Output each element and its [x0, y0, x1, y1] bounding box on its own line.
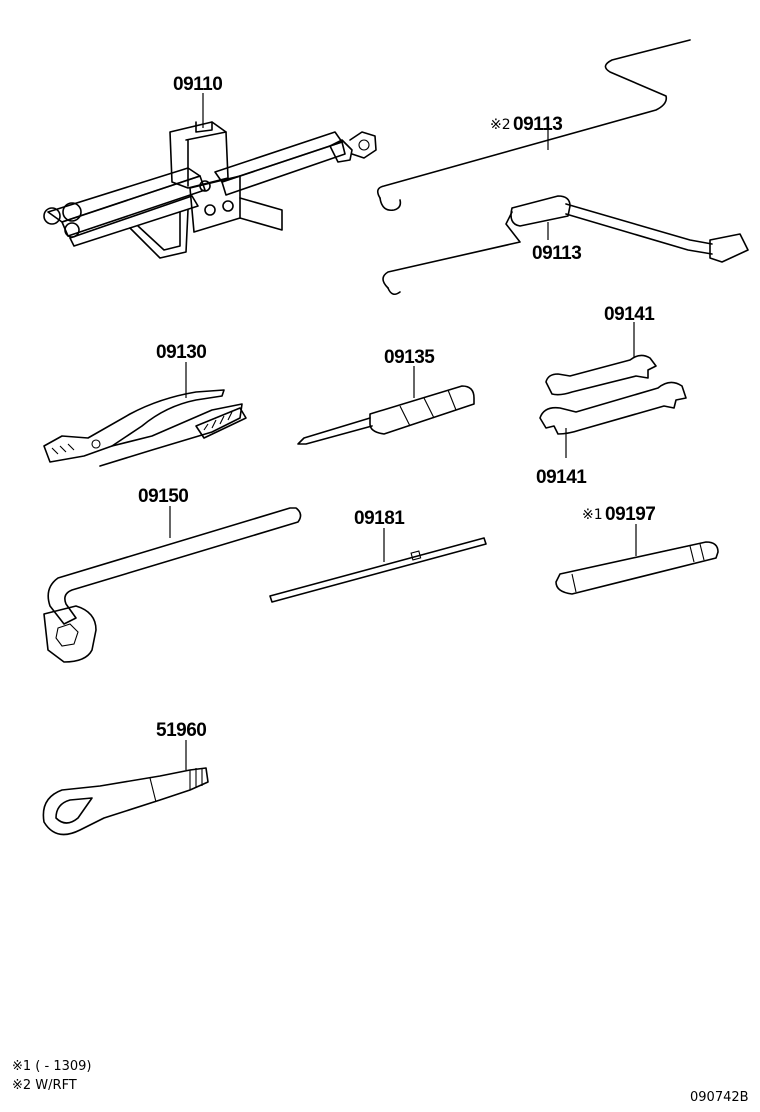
- diagram-code: 090742B: [690, 1090, 749, 1105]
- rft-mark: ※2: [490, 117, 511, 133]
- tool-09197: [555, 524, 719, 595]
- label-handle-rft: 09113: [513, 114, 562, 135]
- jack-handle-rft: [376, 39, 691, 212]
- screwdriver-rod: [269, 528, 487, 603]
- screwdriver: [297, 366, 475, 445]
- label-handle: 09113: [532, 243, 581, 264]
- label-screwdriver-rod: 09181: [354, 508, 405, 529]
- wrench-top: [545, 322, 657, 396]
- label-lug-wrench: 09150: [138, 486, 188, 507]
- label-towing-eye: 51960: [156, 720, 206, 741]
- towing-eye: [42, 740, 209, 836]
- footnote-2: ※2 W/RFT: [12, 1078, 77, 1093]
- label-pliers: 09130: [156, 342, 206, 363]
- label-jack: 09110: [173, 74, 222, 95]
- footnote-1: ※1 ( - 1309): [12, 1059, 92, 1074]
- label-wrench-top: 09141: [604, 304, 655, 325]
- pliers: [43, 362, 247, 467]
- label-tool-09197: 09197: [605, 504, 655, 525]
- label-screwdriver: 09135: [384, 347, 435, 368]
- jack-handle: [382, 195, 749, 296]
- scissor-jack: [43, 93, 377, 259]
- label-wrench-bottom: 09141: [536, 467, 587, 488]
- lug-wrench: [43, 506, 302, 663]
- wrench-bottom: [539, 381, 687, 458]
- note1-mark: ※1: [582, 507, 603, 523]
